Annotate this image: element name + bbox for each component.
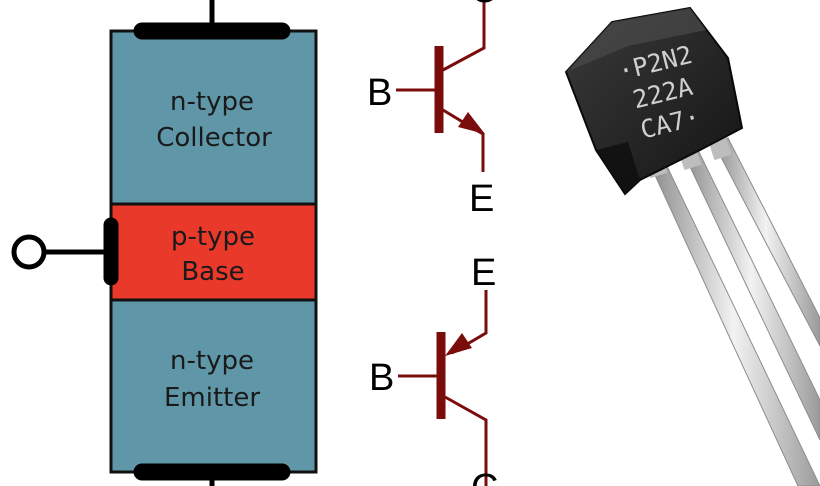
npn-emitter-wire xyxy=(442,108,485,172)
pnp-emitter-arrow-icon xyxy=(445,333,472,356)
npn-emitter-label: E xyxy=(469,178,494,220)
pnp-collector-wire xyxy=(444,395,488,486)
npn-layer-diagram: n-type Collector p-type Base n-type Emit… xyxy=(11,0,318,486)
emitter-name-label: Emitter xyxy=(164,383,260,413)
transistor-leads xyxy=(642,129,820,486)
npn-emitter-arrow-icon xyxy=(458,112,485,134)
base-type-label: p-type xyxy=(171,222,255,252)
to92-transistor-photo: ·P2N2 222A CA7· xyxy=(564,6,820,486)
base-terminal-icon xyxy=(11,234,47,270)
base-region xyxy=(109,202,318,302)
pnp-base-label: B xyxy=(369,357,394,399)
collector-name-label: Collector xyxy=(156,123,272,153)
pnp-collector-label: C xyxy=(471,467,498,486)
emitter-region xyxy=(109,298,318,474)
npn-schematic-symbol: B E C xyxy=(367,0,497,220)
npn-collector-wire xyxy=(442,0,486,72)
pnp-schematic-symbol: B E C xyxy=(369,252,498,486)
npn-base-label: B xyxy=(367,72,392,114)
collector-region xyxy=(109,29,318,206)
collector-type-label: n-type xyxy=(170,87,254,117)
pnp-emitter-label: E xyxy=(471,252,496,294)
base-name-label: Base xyxy=(181,257,244,287)
emitter-type-label: n-type xyxy=(170,346,254,376)
npn-collector-label: C xyxy=(470,0,497,11)
